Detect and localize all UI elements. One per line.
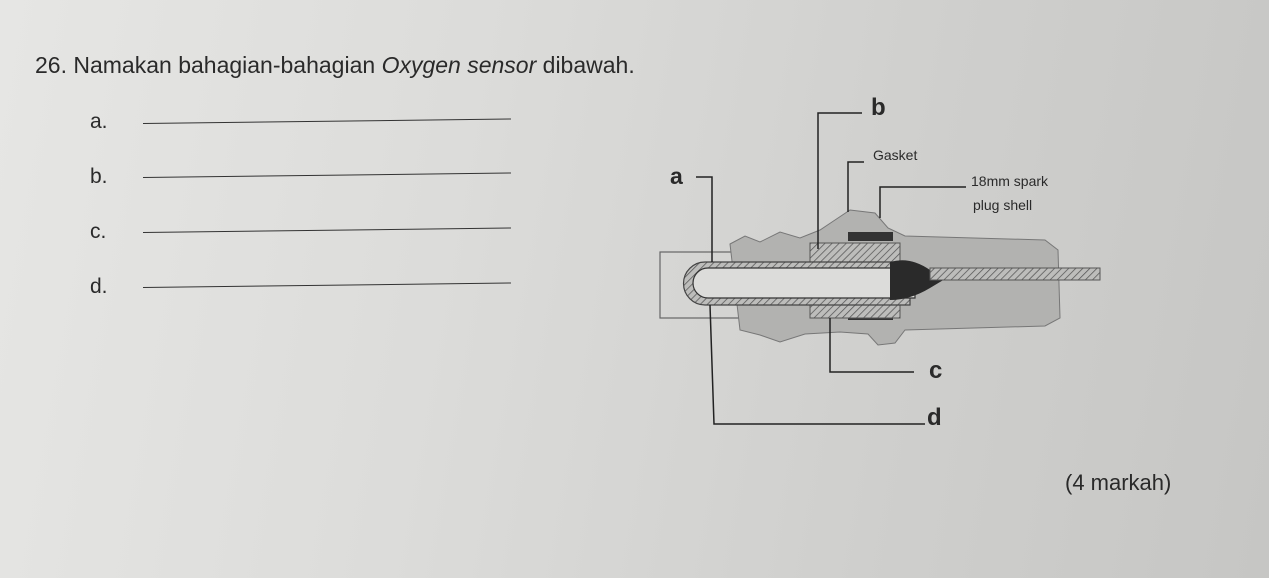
leader-a: [696, 176, 713, 262]
question-title: 26. Namakan bahagian-bahagian Oxygen sen…: [35, 52, 635, 78]
marks-label: (4 markah): [1065, 470, 1172, 495]
label-shell-line1: 18mm spark: [971, 173, 1049, 189]
leader-shell: [879, 186, 966, 218]
leader-gasket: [847, 161, 864, 212]
gasket: [848, 232, 893, 241]
leader-c: [829, 318, 914, 373]
answer-label-d: d.: [90, 275, 108, 298]
element-interior: [692, 267, 916, 299]
label-c: c: [929, 357, 942, 384]
label-d: d: [927, 404, 942, 431]
label-shell-line2: plug shell: [973, 197, 1032, 213]
signal-wire: [929, 267, 1101, 281]
electrode: [890, 260, 950, 300]
answer-label-c: c.: [90, 220, 107, 243]
question-number: 26.: [35, 52, 67, 78]
leader-d: [709, 304, 925, 425]
label-gasket: Gasket: [873, 147, 917, 163]
label-b: b: [871, 94, 886, 121]
label-a: a: [670, 163, 683, 189]
answer-label-b: b.: [90, 165, 108, 188]
leader-b: [817, 112, 862, 249]
answer-label-a: a.: [90, 110, 108, 133]
